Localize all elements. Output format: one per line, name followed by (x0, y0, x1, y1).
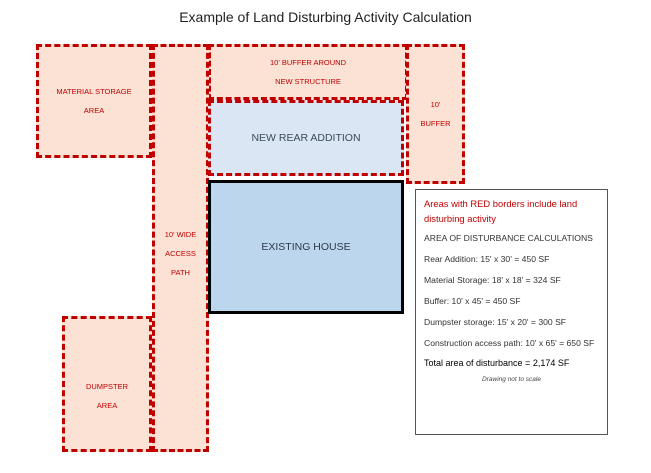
side-buffer: 10' BUFFER (406, 44, 465, 184)
buffer-around-label-2: NEW STRUCTURE (275, 77, 341, 86)
material-storage-area: MATERIAL STORAGE AREA (36, 44, 152, 158)
buffer-around-label-1: 10' BUFFER AROUND (269, 58, 347, 67)
total-disturbance: Total area of disturbance = 2,174 SF (424, 358, 570, 368)
access-path-label-2: ACCESS (165, 248, 196, 258)
diagram-title: Example of Land Disturbing Activity Calc… (179, 9, 472, 25)
access-path: 10' WIDE ACCESS PATH (152, 44, 209, 452)
material-storage-label-2: AREA (83, 106, 105, 115)
buffer-around-structure: 10' BUFFER AROUND NEW STRUCTURE (208, 44, 408, 100)
calculation-box: Areas with RED borders include land dist… (415, 189, 608, 435)
access-path-label-1: 10' WIDE (164, 229, 197, 239)
dumpster-label-1: DUMPSTER (85, 382, 129, 391)
calc-row-access-path: Construction access path: 10' x 65' = 65… (424, 338, 595, 348)
calc-row-buffer: Buffer: 10' x 45' = 450 SF (424, 296, 521, 306)
calculations-heading: AREA OF DISTURBANCE CALCULATIONS (424, 233, 593, 243)
new-rear-addition: NEW REAR ADDITION (208, 100, 404, 176)
side-buffer-label-1: 10' (430, 100, 441, 109)
access-path-label-3: PATH (171, 267, 190, 277)
material-storage-label-1: MATERIAL STORAGE (56, 87, 132, 96)
rear-addition-label: NEW REAR ADDITION (251, 132, 361, 144)
existing-house-label: EXISTING HOUSE (261, 241, 351, 253)
calc-row-material-storage: Material Storage: 18' x 18' = 324 SF (424, 275, 561, 285)
scale-note: Drawing not to scale (482, 376, 541, 383)
existing-house: EXISTING HOUSE (208, 180, 404, 314)
calc-row-dumpster: Dumpster storage: 15' x 20' = 300 SF (424, 317, 567, 327)
dumpster-area: DUMPSTER AREA (62, 316, 152, 452)
side-buffer-label-2: BUFFER (420, 119, 451, 128)
calc-row-rear-addition: Rear Addition: 15' x 30' = 450 SF (424, 254, 550, 264)
red-border-note: Areas with RED borders include land dist… (424, 198, 578, 224)
dumpster-label-2: AREA (96, 401, 118, 410)
